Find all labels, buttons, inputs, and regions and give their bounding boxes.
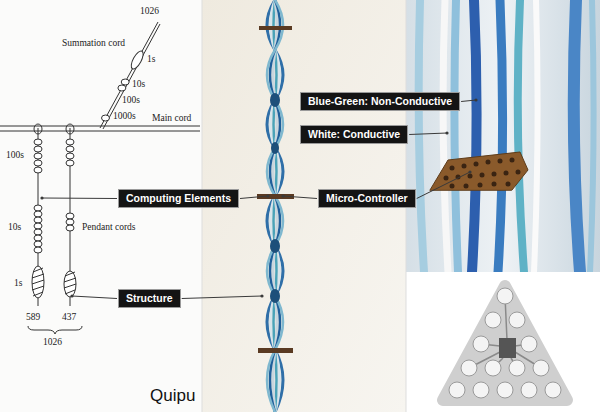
label-box: White: Conductive xyxy=(300,125,408,144)
quipu-label: Main cord xyxy=(152,113,191,124)
leader-line xyxy=(417,172,470,199)
label-box: Blue-Green: Non-Conductive xyxy=(300,92,460,111)
label-box: Structure xyxy=(118,289,181,308)
leader-dot xyxy=(445,131,448,134)
label-text: Micro-Controller xyxy=(326,192,408,204)
leader-dot xyxy=(474,98,477,101)
leader-dot xyxy=(70,294,73,297)
quipu-label: 589 xyxy=(26,312,40,323)
leader-line xyxy=(461,100,476,102)
label-box: Computing Elements xyxy=(118,189,239,208)
quipu-label: 1000s xyxy=(113,111,136,122)
label-text: White: Conductive xyxy=(308,128,400,140)
quipu-drawing xyxy=(0,22,200,334)
quipu-label: 437 xyxy=(62,312,76,323)
figure-title: Quipu xyxy=(150,386,195,406)
quipu-label: 1s xyxy=(14,278,22,289)
leader-line xyxy=(42,198,117,200)
quipu-label: 1s xyxy=(147,54,155,65)
board-panel xyxy=(406,272,600,412)
leader-dot xyxy=(266,194,269,197)
leader-dot xyxy=(40,196,43,199)
twisted-cords xyxy=(257,0,294,412)
leader-line xyxy=(283,196,317,199)
quipu-label: Summation cord xyxy=(62,38,125,49)
leader-dot xyxy=(468,170,471,173)
leader-dot xyxy=(260,294,263,297)
leader-line xyxy=(72,296,117,299)
quipu-label: 10s xyxy=(132,79,145,90)
closeup-photo xyxy=(406,0,600,272)
label-text: Structure xyxy=(126,292,173,304)
quipu-label: 10s xyxy=(8,222,21,233)
leader-line xyxy=(182,296,262,299)
leader-line xyxy=(240,196,268,199)
quipu-label: 100s xyxy=(122,95,140,106)
board-drawing xyxy=(443,286,567,400)
quipu-label: 1026 xyxy=(43,337,62,348)
closeup-cords xyxy=(419,0,594,272)
leader-dot xyxy=(281,194,284,197)
label-box: Micro-Controller xyxy=(318,189,416,208)
quipu-label: 1026 xyxy=(140,6,159,17)
quipu-label: 100s xyxy=(6,150,24,161)
leader-line xyxy=(409,133,447,135)
quipu-label: Pendant cords xyxy=(82,222,136,233)
label-text: Computing Elements xyxy=(126,192,231,204)
label-text: Blue-Green: Non-Conductive xyxy=(308,95,452,107)
